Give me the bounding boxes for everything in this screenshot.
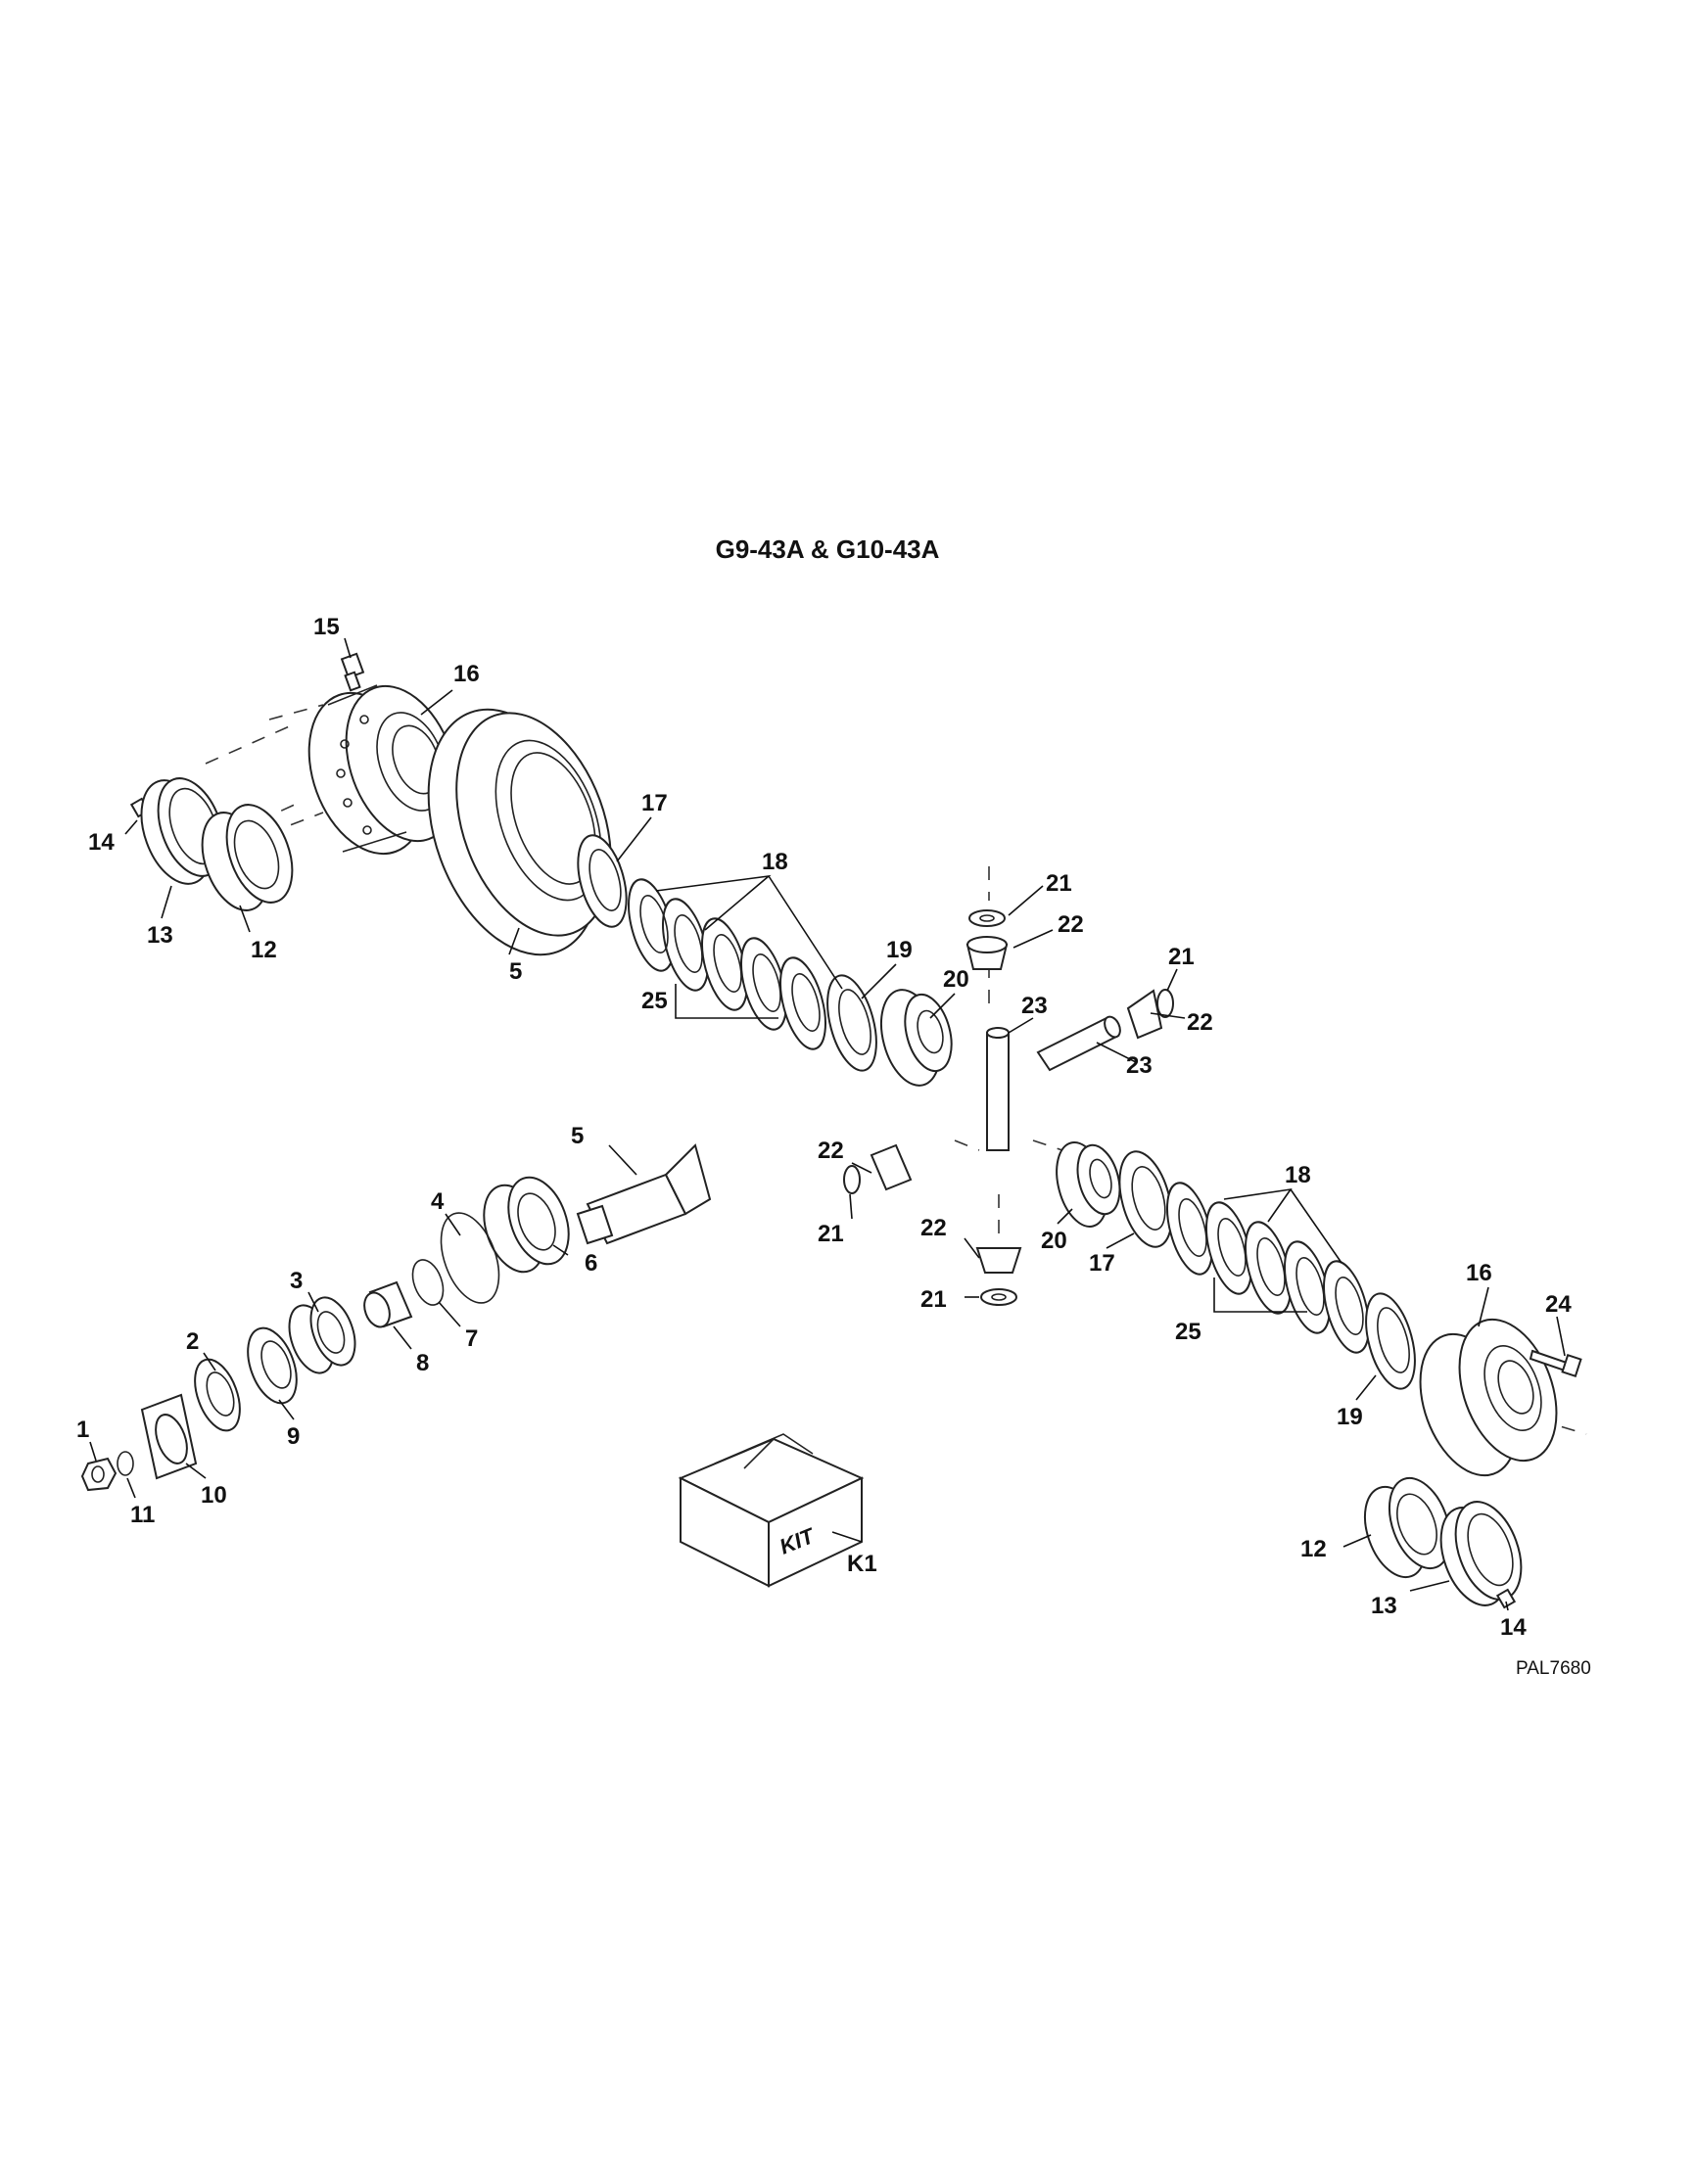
part-12-bearing-upper	[201, 804, 294, 911]
part-7-snap-ring	[411, 1259, 445, 1306]
callout-8: 8	[416, 1350, 429, 1376]
kit-box: KIT	[678, 1433, 865, 1588]
callout-17-upper: 17	[641, 790, 668, 816]
part-19-washer-lower	[1365, 1292, 1416, 1390]
part-23-cross-shaft-angled	[1036, 1015, 1121, 1072]
callout-20-upper: 20	[943, 966, 969, 993]
part-21-washer-bottom	[980, 1288, 1017, 1306]
part-14-screw-lower	[1495, 1588, 1517, 1609]
callout-18-lower: 18	[1285, 1162, 1311, 1188]
callout-23-vertical: 23	[1021, 993, 1048, 1019]
callout-20-lower: 20	[1041, 1228, 1067, 1254]
callout-3: 3	[290, 1268, 303, 1294]
part-12-bearing-lower	[1363, 1476, 1452, 1579]
part-6-bearing	[483, 1176, 570, 1274]
callout-22-bottom: 22	[920, 1215, 947, 1241]
callout-5-pinion: 5	[571, 1123, 584, 1149]
part-17-thrust-washer-lower	[1118, 1150, 1173, 1248]
part-5-drive-pinion	[576, 1143, 712, 1245]
callout-16-lower: 16	[1466, 1260, 1492, 1286]
callout-17-lower: 17	[1089, 1250, 1115, 1277]
callout-15: 15	[313, 614, 340, 640]
part-22-pinion-gear-top	[965, 936, 1009, 970]
part-1-nut	[80, 1457, 118, 1492]
part-18-25-clutch-discs-lower	[1166, 1182, 1370, 1354]
callout-19-lower: 19	[1337, 1404, 1363, 1430]
callout-7: 7	[465, 1325, 478, 1352]
callout-6: 6	[585, 1250, 597, 1277]
callout-12-lower: 12	[1300, 1536, 1327, 1562]
callout-14-lower: 14	[1500, 1614, 1527, 1641]
part-17-thrust-washer-upper	[577, 834, 628, 928]
callout-21-right: 21	[1168, 944, 1195, 970]
reference-code: PAL7680	[1516, 1658, 1591, 1679]
part-11-washer	[117, 1451, 134, 1476]
part-21-washer-left	[843, 1165, 861, 1194]
part-4-ring	[440, 1212, 500, 1304]
callout-4: 4	[431, 1188, 445, 1215]
part-10-yoke	[140, 1393, 198, 1480]
callout-13-lower: 13	[1371, 1593, 1397, 1619]
part-21-washer-right	[1156, 989, 1174, 1018]
diagram-title: G9-43A & G10-43A	[716, 534, 940, 564]
part-18-25-clutch-discs-upper	[628, 878, 826, 1050]
callout-19-upper: 19	[886, 937, 913, 963]
part-16-diff-case-lower	[1419, 1318, 1558, 1477]
callout-24: 24	[1545, 1291, 1572, 1318]
callout-22-left: 22	[818, 1138, 844, 1164]
callout-1: 1	[76, 1417, 89, 1443]
part-19-washer-upper	[826, 974, 877, 1072]
part-24-bolt	[1529, 1349, 1582, 1377]
callout-12-upper: 12	[251, 937, 277, 963]
part-21-washer-top	[968, 909, 1006, 927]
part-20-side-gear-upper	[880, 989, 953, 1087]
part-20-side-gear-lower	[1056, 1141, 1121, 1228]
part-22-pinion-gear-bottom	[975, 1247, 1022, 1274]
callout-21-top: 21	[1046, 870, 1072, 897]
callout-16-upper: 16	[453, 661, 480, 687]
callout-2: 2	[186, 1328, 199, 1355]
callout-11: 11	[130, 1502, 155, 1528]
callout-22-right: 22	[1187, 1009, 1213, 1036]
part-22-pinion-gear-left	[870, 1143, 913, 1191]
callout-9: 9	[287, 1423, 300, 1450]
part-15-bolt	[340, 652, 365, 692]
part-13-adjusting-ring-lower	[1439, 1501, 1523, 1606]
callout-21-bottom: 21	[920, 1286, 947, 1313]
callout-21-left: 21	[818, 1221, 844, 1247]
part-5-ring-gear	[427, 708, 612, 956]
callout-5-ring-gear: 5	[509, 958, 522, 985]
callout-25-upper: 25	[641, 988, 668, 1014]
callout-14-upper: 14	[88, 829, 115, 856]
part-23-cross-shaft-vertical	[986, 1027, 1010, 1151]
callout-23-angled: 23	[1126, 1052, 1153, 1079]
part-22-pinion-gear-right	[1126, 989, 1163, 1040]
callout-25-lower: 25	[1175, 1319, 1201, 1345]
part-16-diff-case-upper	[307, 684, 458, 856]
callouts: 15 16 14 13 12 5 17 18 25 19 20 21 22 21…	[76, 614, 1572, 1641]
callout-22-top: 22	[1058, 911, 1084, 938]
leader-lines	[89, 637, 1566, 1611]
part-3-bearing	[288, 1296, 356, 1374]
part-2-deflector	[194, 1358, 241, 1432]
callout-18-upper: 18	[762, 849, 788, 875]
callout-k1: K1	[847, 1551, 877, 1577]
part-9-seal	[247, 1326, 298, 1405]
callout-10: 10	[201, 1482, 227, 1509]
part-8-spacer	[363, 1280, 413, 1328]
callout-13-upper: 13	[147, 922, 173, 949]
